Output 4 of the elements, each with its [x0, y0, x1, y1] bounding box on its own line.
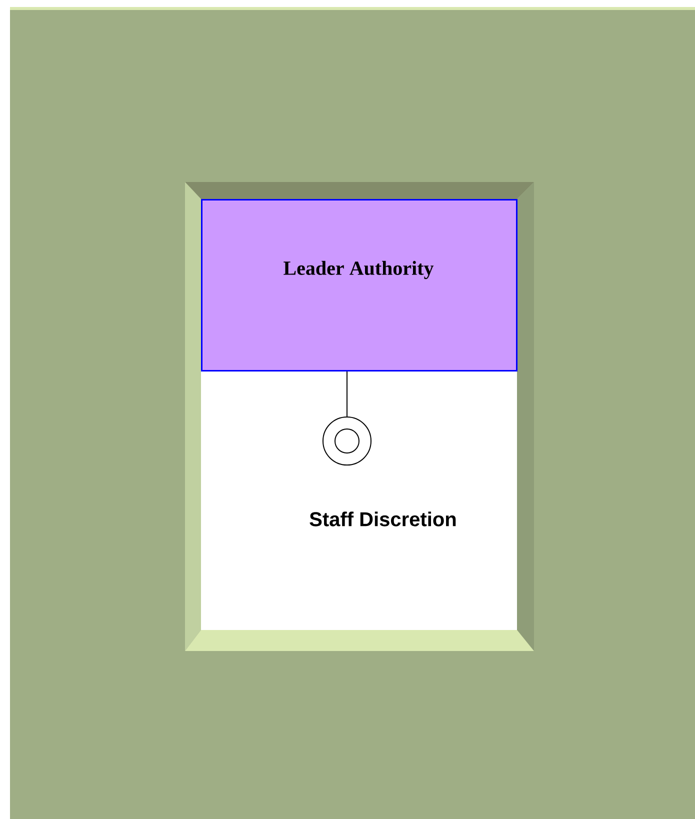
connector-line — [346, 371, 348, 417]
process-box: Leader Authority — [201, 199, 518, 372]
node-caption: Staff Discretion — [310, 512, 456, 526]
circle-symbol — [322, 416, 372, 466]
